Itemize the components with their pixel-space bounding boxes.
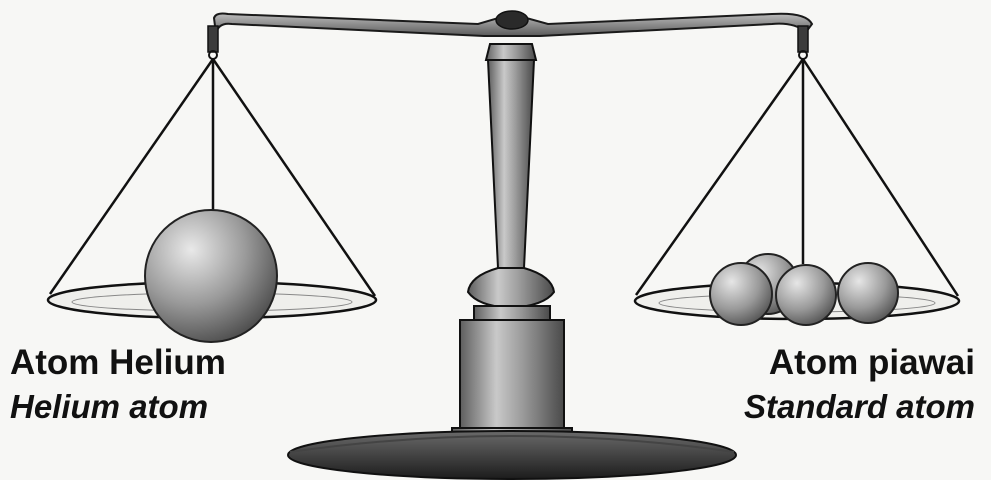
right-pan-label: Atom piawai Standard atom: [744, 345, 975, 423]
right-hanger-hook: [798, 26, 808, 59]
left-pan-label: Atom Helium Helium atom: [10, 345, 226, 423]
balance-stand: [288, 44, 736, 479]
standard-atom-sphere: [710, 263, 772, 325]
left-hanger-hook: [208, 26, 218, 59]
helium-atom-label-english: Helium atom: [10, 390, 226, 423]
standard-atom-sphere: [776, 265, 836, 325]
helium-atom-sphere: [145, 210, 277, 342]
standard-atom-label-english: Standard atom: [744, 390, 975, 423]
standard-atom-label-malay: Atom piawai: [744, 345, 975, 380]
standard-atom-spheres: [710, 254, 898, 325]
standard-atom-sphere: [838, 263, 898, 323]
balance-beam: [214, 11, 812, 36]
helium-atom-label-malay: Atom Helium: [10, 345, 226, 380]
right-pan-strings: [636, 59, 958, 296]
